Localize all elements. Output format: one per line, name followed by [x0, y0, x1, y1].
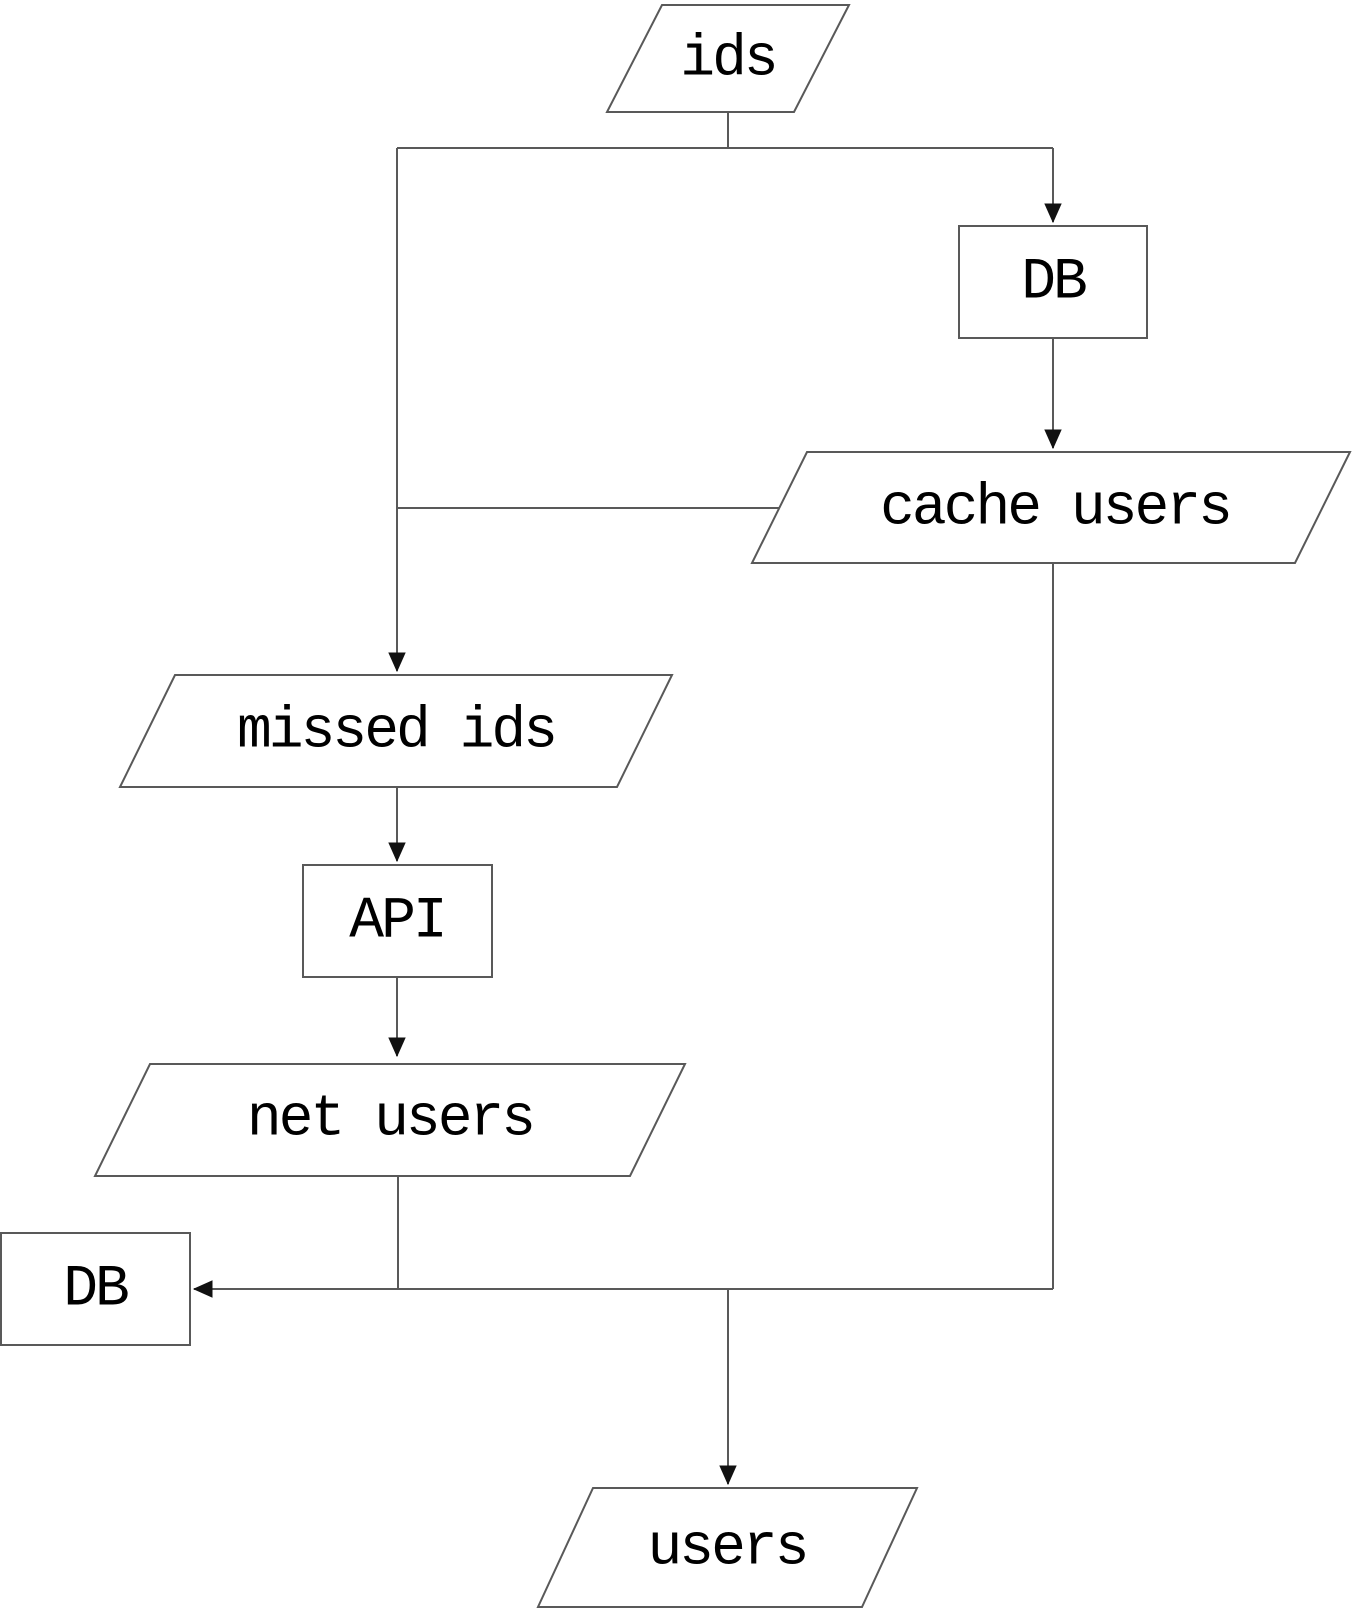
node-users: [536, 1487, 919, 1608]
node-cache-users: [750, 451, 1352, 564]
node-ids-label: ids: [680, 28, 775, 93]
node-cache-users-label: cache users: [880, 477, 1230, 542]
node-users-label: users: [647, 1517, 806, 1582]
node-missed-ids: [118, 674, 674, 788]
node-api-label: API: [349, 890, 444, 955]
node-db-write-label: DB: [63, 1258, 128, 1323]
node-missed-ids-label: missed ids: [237, 700, 555, 765]
node-db-read: [958, 225, 1148, 339]
node-net-users: [93, 1063, 687, 1177]
node-api: [302, 864, 493, 978]
node-ids: [605, 4, 851, 113]
node-db-read-label: DB: [1021, 251, 1086, 316]
node-net-users-label: net users: [247, 1088, 533, 1153]
node-db-write: [0, 1232, 191, 1346]
